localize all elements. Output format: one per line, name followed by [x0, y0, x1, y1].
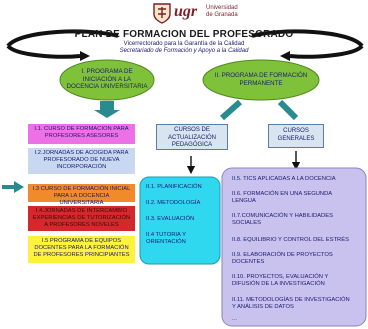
right-swirl-arrowhead	[280, 51, 290, 61]
list-item: II.7.COMUNICACIÓN Y HABILIDADES SOCIALES	[232, 213, 333, 226]
cursos-actualizacion-box: CURSOS DE ACTUALIZACIÓN PEDAGÓGICA	[156, 124, 228, 150]
program1-item-4: I.4.JORNADAS DE INTERCAMBIO EXPERIENCIAS…	[28, 206, 135, 231]
list-item: II.1. PLANIFICACIÓN	[146, 184, 202, 190]
list-item: II.6. FORMACIÓN EN UNA SEGUNDA LENGUA	[232, 191, 332, 204]
list-item-ellipsis: ...	[232, 316, 237, 322]
cursos-generales-panel	[221, 167, 367, 327]
program1-item-1: I.1. CURSO DE FORMACION PARA PROFESORES …	[28, 124, 135, 144]
program1-down-arrow	[94, 101, 120, 118]
program2-right-arrow	[277, 99, 299, 121]
university-name: Universidad de Granada	[206, 5, 238, 19]
program1-item-5-text: I.5 PROGRAMA DE EQUIPOS DOCENTES PARA LA…	[33, 238, 130, 258]
program1-item-2-text: I.2.JORNADAS DE ACOGIDA PARA PROFESORADO…	[34, 150, 129, 170]
list-item: II.11. METODOLOGÍAS DE INVESTIGACIÓN Y A…	[232, 297, 350, 310]
page-title: PLAN DE FORMACION DEL PROFESORADO	[74, 29, 294, 40]
list-item: II.9. ELABORACIÓN DE PROYECTOS DOCENTES	[232, 252, 333, 265]
left-swirl-arrowhead	[80, 51, 90, 61]
cursos-generales-label: CURSOS GENERALES	[277, 128, 315, 142]
list-item: II.4 TUTORIA Y ORIENTACIÓN	[146, 232, 186, 245]
list-item: II.5. TICS APLICADAS A LA DOCENCIA	[232, 176, 336, 182]
program1-item-5: I.5 PROGRAMA DE EQUIPOS DOCENTES PARA LA…	[28, 236, 135, 263]
program1-item-4-text: I.4.JORNADAS DE INTERCAMBIO EXPERIENCIAS…	[32, 208, 131, 228]
program1-item-1-text: I.1. CURSO DE FORMACION PARA PROFESORES …	[34, 126, 129, 139]
program1-item-2: I.2.JORNADAS DE ACOGIDA PARA PROFESORADO…	[28, 148, 135, 174]
cursos-actualizacion-label: CURSOS DE ACTUALIZACIÓN PEDAGÓGICA	[167, 127, 216, 148]
right-swirl-arrow	[251, 29, 364, 59]
program1-label: I. PROGRAMA DE INICIACIÓN A LA DOCENCIA …	[66, 68, 148, 90]
program1-item-3: I.3 CURSO DE FORMACIÓN INICIAL PARA LA D…	[28, 184, 135, 206]
cursos-actualizacion-panel	[139, 176, 221, 265]
list-item: II.10. PROYECTOS, EVALUACIÓN Y DIFUSIÓN …	[232, 274, 329, 287]
left-block-arrow	[2, 181, 24, 193]
university-line1: Universidad	[206, 5, 238, 11]
list-item: II.3. EVALUACIÓN	[146, 216, 195, 222]
page-subtitle-vicerrectorado: Vicerrectorado para la Garantía de la Ca…	[123, 41, 245, 47]
program2-left-arrow	[220, 99, 242, 121]
program1-ellipse	[59, 59, 155, 101]
university-seal-logo	[153, 3, 171, 24]
left-swirl-arrow	[6, 29, 119, 59]
page-subtitle-secretariado: Secretariado de Formación y Apoyo a la C…	[119, 48, 249, 54]
ugr-logo-text: ugr	[174, 3, 198, 20]
program2-label: II. PROGRAMA DE FORMACIÓN PERMANENTE	[214, 72, 308, 87]
program1-item-3-text: I.3 CURSO DE FORMACIÓN INICIAL PARA LA D…	[32, 186, 131, 206]
list-item: II.2. METODOLOGÍA	[146, 200, 201, 206]
university-line2: de Granada	[206, 12, 238, 18]
program2-ellipse	[202, 59, 320, 101]
cursos-generales-box: CURSOS GENERALES	[268, 124, 324, 148]
list-item: II.8. EQUILIBRIO Y CONTROL DEL ESTRÉS	[232, 237, 349, 243]
